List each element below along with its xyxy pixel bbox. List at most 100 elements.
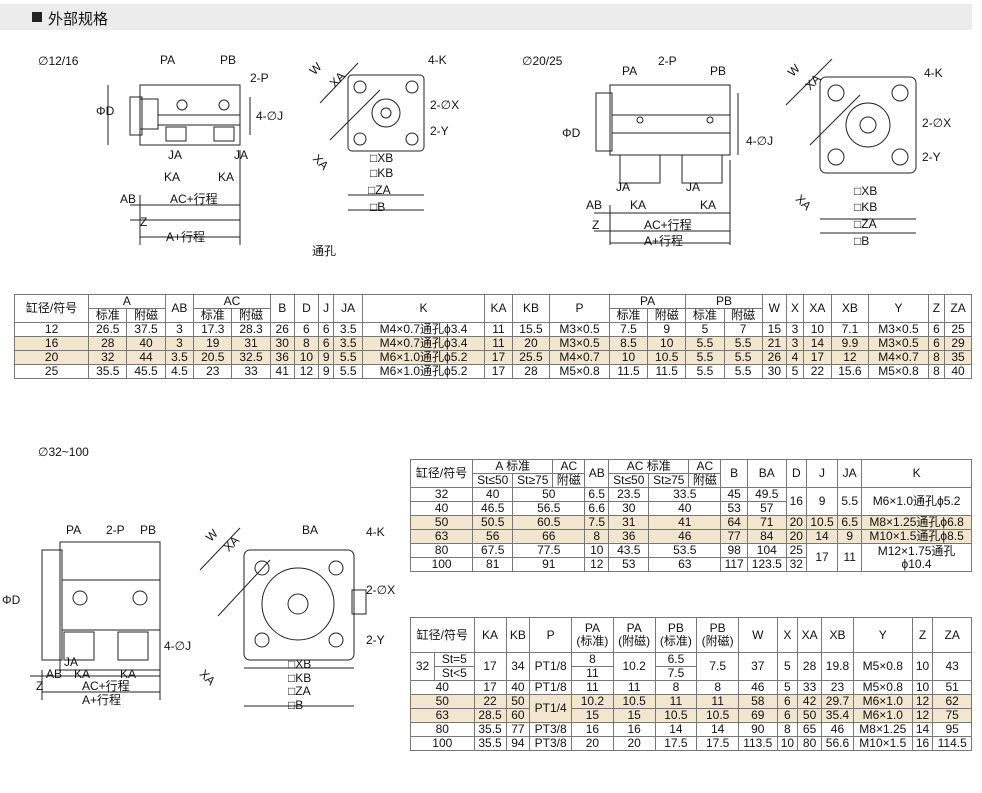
cell: 65 <box>797 722 822 737</box>
cell: M3×0.5 <box>868 322 929 337</box>
cell: 20 <box>612 736 656 751</box>
cell: 40 <box>126 336 166 351</box>
cell: M6×1.0 <box>852 708 913 723</box>
cell: 3 <box>785 336 805 351</box>
cell: 10 <box>584 543 610 558</box>
cell: M4×0.7 <box>868 350 929 365</box>
cell: 56.6 <box>820 736 854 751</box>
th-xa: XA <box>803 294 832 323</box>
cell: 25 <box>13 364 90 379</box>
cell: M4×0.7通孔ϕ3.4 <box>361 322 486 337</box>
th-sub: (附磁) <box>618 634 651 648</box>
cell: 80 <box>410 722 475 737</box>
cell: 11 <box>612 680 656 695</box>
cell: PT3/8 <box>529 722 573 737</box>
cell: 5.5 <box>333 364 363 379</box>
cell: 10.2 <box>612 652 656 681</box>
cell: 10.5 <box>696 708 740 723</box>
th-p: P <box>549 294 610 323</box>
cell: 40 <box>409 501 474 516</box>
cell: 20 <box>785 515 807 530</box>
cell: 10 <box>776 736 799 751</box>
cell: 5.5 <box>333 350 363 365</box>
cell: 25.5 <box>511 350 551 365</box>
p-port-label: 2-P <box>658 54 677 68</box>
th-kb: KB <box>505 617 531 653</box>
phi-d-label: ΦD <box>96 104 115 118</box>
cell: 10.5 <box>805 515 839 530</box>
cell: 7.1 <box>830 322 870 337</box>
th-xb: XB <box>830 294 870 323</box>
th-bore: 缸径/符号 <box>410 617 475 653</box>
cell: 11 <box>484 322 513 337</box>
pb-label: PB <box>710 64 726 78</box>
th-text: PB <box>709 621 726 635</box>
cell: 20 <box>13 350 90 365</box>
cell: 11 <box>654 694 698 709</box>
cell: 3 <box>785 322 805 337</box>
cell: M3×0.5 <box>549 322 610 337</box>
cell: 33 <box>231 364 271 379</box>
cell: M10×1.5 <box>852 736 913 751</box>
th-p: P <box>529 617 573 653</box>
cell: 10 <box>608 350 649 365</box>
th-st75b: St≥75 <box>648 473 690 488</box>
cell: 19 <box>193 336 233 351</box>
th-ac-2: AC <box>688 459 722 474</box>
cell: 11 <box>696 694 740 709</box>
z-label: Z <box>36 679 43 693</box>
cell: M4×0.7 <box>549 350 610 365</box>
cell: 63 <box>410 708 475 723</box>
cell: M6×1.0通孔ϕ5.2 <box>861 487 972 516</box>
th-w: W <box>761 294 787 323</box>
cell: 10 <box>803 322 832 337</box>
cell: 33 <box>797 680 822 695</box>
kb-label: □KB <box>370 166 393 180</box>
cell: 84 <box>746 529 787 544</box>
cell: 5 <box>685 322 725 337</box>
spec-table-12-25: 缸径/符号 A AB AC B D J JA K KA KB P PA PB W… <box>13 294 972 379</box>
j-hole-label: 4-∅J <box>164 639 191 653</box>
cell: 19.8 <box>820 652 854 681</box>
cell: 50.5 <box>472 515 514 530</box>
a-stroke-label: A+行程 <box>82 692 121 707</box>
cell: 8.5 <box>608 336 649 351</box>
th-pb-mag: 附磁 <box>723 308 763 323</box>
cell: 28.3 <box>231 322 271 337</box>
cell: 28 <box>511 364 551 379</box>
cell: 44 <box>126 350 166 365</box>
th-k: K <box>861 459 972 488</box>
cell: M8×1.25通孔ϕ6.8 <box>861 515 972 530</box>
cell: 32 <box>88 350 128 365</box>
cell: 7 <box>723 322 763 337</box>
cell: St<5 <box>434 666 475 681</box>
cell: 77 <box>720 529 748 544</box>
cell: 20 <box>511 336 551 351</box>
th-bore: 缸径/符号 <box>13 294 90 323</box>
th-sub: (标准) <box>659 634 692 648</box>
cell: M5×0.8 <box>549 364 610 379</box>
cell: 63 <box>648 557 722 572</box>
th-a: A <box>88 294 166 309</box>
cell: 41 <box>648 515 722 530</box>
bore-label-32-100: ∅32~100 <box>38 445 89 459</box>
cell: 10 <box>911 652 934 681</box>
th-xb: XB <box>820 617 854 653</box>
ka-label-2: KA <box>700 198 716 212</box>
bore-label-12-16: ∅12/16 <box>38 54 79 68</box>
th-pb-std: PB(标准) <box>654 617 698 653</box>
cell: 56 <box>472 529 514 544</box>
cell: 50 <box>512 487 586 502</box>
ac-stroke-label: AC+行程 <box>82 678 130 693</box>
cell: 104 <box>746 543 787 558</box>
cell: 9 <box>317 364 335 379</box>
cell: 9 <box>837 529 863 544</box>
cell: 29.7 <box>820 694 854 709</box>
cell: 17.5 <box>654 736 698 751</box>
cell: 17 <box>803 350 832 365</box>
cell: 56.5 <box>512 501 586 516</box>
cell: 21 <box>761 336 787 351</box>
cell: 5.5 <box>837 487 863 516</box>
cell: M3×0.5 <box>868 336 929 351</box>
cell: 49.5 <box>746 487 787 502</box>
